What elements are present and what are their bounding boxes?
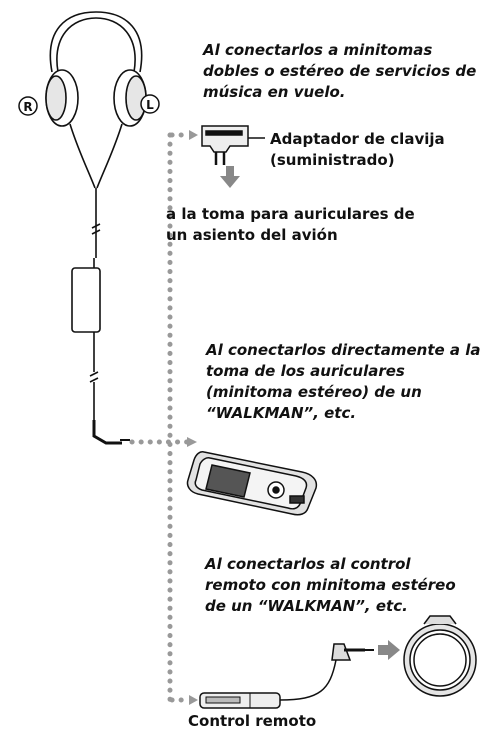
adapter-label-line: (suministrado)	[270, 151, 395, 169]
earphone-cup-icon	[403, 615, 477, 697]
caption-line: (minitoma estéreo) de un	[206, 383, 422, 401]
caption-line: a la toma para auriculares de	[166, 205, 415, 223]
seat-jack-caption: a la toma para auriculares de un asiento…	[166, 204, 415, 246]
dotted-connection	[129, 132, 193, 703]
adapter-label: Adaptador de clavija (suministrado)	[270, 129, 445, 171]
caption-line: Al conectarlos al control	[205, 555, 411, 573]
walkman-remote-caption: Al conectarlos al control remoto con min…	[205, 554, 456, 617]
caption-line: Al conectarlos a minitomas	[203, 41, 433, 59]
headphones-icon	[45, 11, 147, 445]
right-marker: R	[23, 100, 32, 114]
adapter-label-line: Adaptador de clavija	[270, 130, 445, 148]
plug-adapter-icon	[201, 125, 265, 165]
walkman-direct-caption: Al conectarlos directamente a la toma de…	[206, 340, 481, 424]
walkman-icon	[186, 451, 318, 516]
right-marker-icon: R	[18, 96, 38, 116]
caption-line: de un “WALKMAN”, etc.	[205, 597, 408, 615]
arrow-icon	[220, 166, 240, 188]
arrow-icon	[378, 640, 400, 660]
remote-label: Control remoto	[188, 712, 317, 730]
caption-line: Al conectarlos directamente a la	[206, 341, 481, 359]
remote-control-icon	[199, 643, 374, 709]
caption-line: un asiento del avión	[166, 226, 338, 244]
caption-line: dobles o estéreo de servicios de	[203, 62, 477, 80]
arrow-icon	[187, 130, 198, 705]
caption-line: “WALKMAN”, etc.	[206, 404, 357, 422]
left-marker-icon: L	[140, 94, 160, 114]
left-marker: L	[146, 98, 154, 112]
inflight-caption: Al conectarlos a minitomas dobles o esté…	[203, 40, 476, 103]
caption-line: música en vuelo.	[203, 83, 346, 101]
caption-line: toma de los auriculares	[206, 362, 405, 380]
caption-line: remoto con minitoma estéreo	[205, 576, 456, 594]
